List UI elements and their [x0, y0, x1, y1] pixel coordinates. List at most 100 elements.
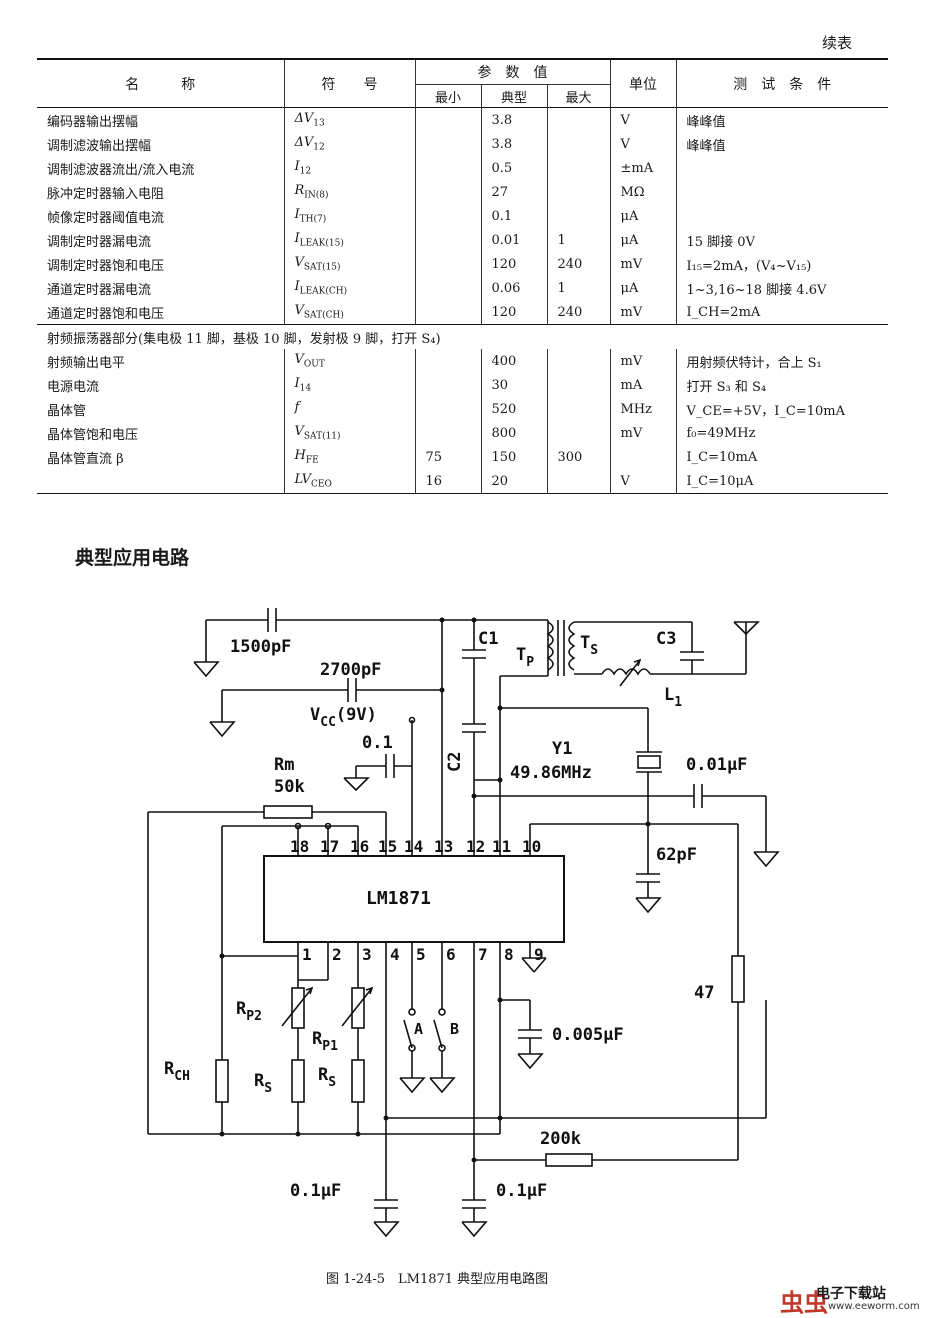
- label-switch-a: A: [414, 1020, 423, 1038]
- pin-number: 4: [390, 945, 400, 964]
- cell-symbol: VOUT: [283, 349, 415, 373]
- pin-number: 15: [378, 837, 397, 856]
- cell-cond: [675, 156, 888, 180]
- cell-unit: mV: [609, 252, 676, 276]
- cell-unit: mV: [609, 349, 676, 373]
- col-header-cond: 测 试 条 件: [675, 59, 888, 108]
- cell-cond: V_CE=+5V，I_C=10mA: [675, 397, 888, 421]
- cell-name: 调制定时器饱和电压: [47, 258, 165, 274]
- cell-unit: mA: [609, 373, 676, 397]
- pin-number: 16: [350, 837, 369, 856]
- cell-unit: μA: [609, 276, 676, 300]
- cell-symbol: VSAT(15): [283, 252, 415, 276]
- logo-url: www.eeworm.com: [828, 1301, 920, 1312]
- cell-typ: 0.01: [480, 228, 547, 252]
- pin-number: 11: [492, 837, 511, 856]
- cell-cond: 峰峰值: [675, 132, 888, 156]
- cell-name: 调制滤波器流出/流入电流: [47, 162, 195, 178]
- label-1500pf: 1500pF: [230, 637, 291, 657]
- cell-max: [546, 132, 610, 156]
- cell-symbol: VSAT(CH): [283, 300, 415, 325]
- pin-number: 10: [522, 837, 541, 856]
- label-c-0005uf: 0.005μF: [552, 1025, 624, 1045]
- cell-symbol: RIN(8): [283, 180, 415, 204]
- cell-name: 通道定时器饱和电压: [47, 306, 165, 322]
- cell-typ: 27: [480, 180, 547, 204]
- label-rp1: RP1: [312, 1029, 338, 1054]
- cell-min: [414, 107, 481, 132]
- cell-typ: 400: [480, 349, 547, 373]
- label-rm: Rm: [274, 755, 294, 775]
- cell-unit: V: [609, 132, 676, 156]
- cell-max: 240: [546, 252, 610, 276]
- label-rp2: RP2: [236, 999, 262, 1024]
- label-c-001uf: 0.01μF: [686, 755, 747, 775]
- col-header-typ: 典型: [480, 84, 547, 108]
- continued-label: 续表: [822, 34, 853, 52]
- label-y1-freq: 49.86MHz: [510, 763, 592, 783]
- label-tp: TP: [516, 645, 534, 670]
- cell-cond: f₀=49MHz: [675, 421, 888, 445]
- label-c-01: 0.1: [362, 733, 393, 753]
- spec-table: 名 称 符 号 参 数 值 单位 测 试 条 件 最小 典型 最大 编码器输出摆…: [37, 58, 888, 494]
- cell-min: [414, 156, 481, 180]
- cell-symbol: ΔV13: [283, 107, 415, 132]
- cell-name: 脉冲定时器输入电阻: [47, 186, 165, 202]
- cell-name: 电源电流: [47, 379, 100, 395]
- cell-typ: 20: [480, 469, 547, 494]
- cell-cond: [675, 180, 888, 204]
- cell-typ: 520: [480, 397, 547, 421]
- cell-name: 帧像定时器阈值电流: [47, 210, 165, 226]
- cell-typ: 0.5: [480, 156, 547, 180]
- cell-name: [37, 469, 284, 494]
- cell-unit: μA: [609, 204, 676, 228]
- pin-number: 18: [290, 837, 309, 856]
- cell-max: [546, 397, 610, 421]
- cell-max: [546, 421, 610, 445]
- cell-unit: V: [609, 107, 676, 132]
- cell-max: 1: [546, 276, 610, 300]
- cell-symbol: ΔV12: [283, 132, 415, 156]
- cell-symbol: ILEAK(15): [283, 228, 415, 252]
- col-header-unit: 单位: [609, 59, 676, 108]
- cell-min: [414, 132, 481, 156]
- cell-max: [546, 349, 610, 373]
- label-rm-val: 50k: [274, 777, 305, 797]
- cell-min: [414, 373, 481, 397]
- label-c-62pf: 62pF: [656, 845, 697, 865]
- label-switch-b: B: [450, 1020, 459, 1038]
- cell-max: 1: [546, 228, 610, 252]
- pin-number: 6: [446, 945, 456, 964]
- cell-symbol: ITH(7): [283, 204, 415, 228]
- cell-max: [546, 156, 610, 180]
- logo-mark: 虫虫: [780, 1289, 828, 1317]
- label-c-01uf-a: 0.1μF: [290, 1181, 341, 1201]
- pin-number: 2: [332, 945, 342, 964]
- cell-typ: 120: [480, 252, 547, 276]
- cell-cond: I_C=10μA: [675, 469, 888, 494]
- pin-number: 8: [504, 945, 514, 964]
- cell-name: 通道定时器漏电流: [47, 282, 152, 298]
- cell-cond: I₁₅=2mA，(V₄~V₁₅): [675, 252, 888, 276]
- cell-min: [414, 228, 481, 252]
- cell-cond: 用射频伏特计，合上 S₁: [675, 349, 888, 373]
- cell-unit: μA: [609, 228, 676, 252]
- label-rs-a: RS: [254, 1071, 272, 1096]
- section-row: 射频振荡器部分(集电极 11 脚，基极 10 脚，发射极 9 脚，打开 S₄): [37, 324, 888, 349]
- label-r-200k: 200k: [540, 1129, 581, 1149]
- cell-min: [414, 180, 481, 204]
- cell-unit: MHz: [609, 397, 676, 421]
- label-y1: Y1: [552, 739, 572, 759]
- cell-min: 75: [414, 445, 481, 469]
- chip-name: LM1871: [366, 888, 431, 909]
- figure-caption: 图 1-24-5 LM1871 典型应用电路图: [326, 1272, 549, 1287]
- cell-name: 编码器输出摆幅: [47, 114, 139, 130]
- cell-max: [546, 469, 610, 494]
- cell-typ: 150: [480, 445, 547, 469]
